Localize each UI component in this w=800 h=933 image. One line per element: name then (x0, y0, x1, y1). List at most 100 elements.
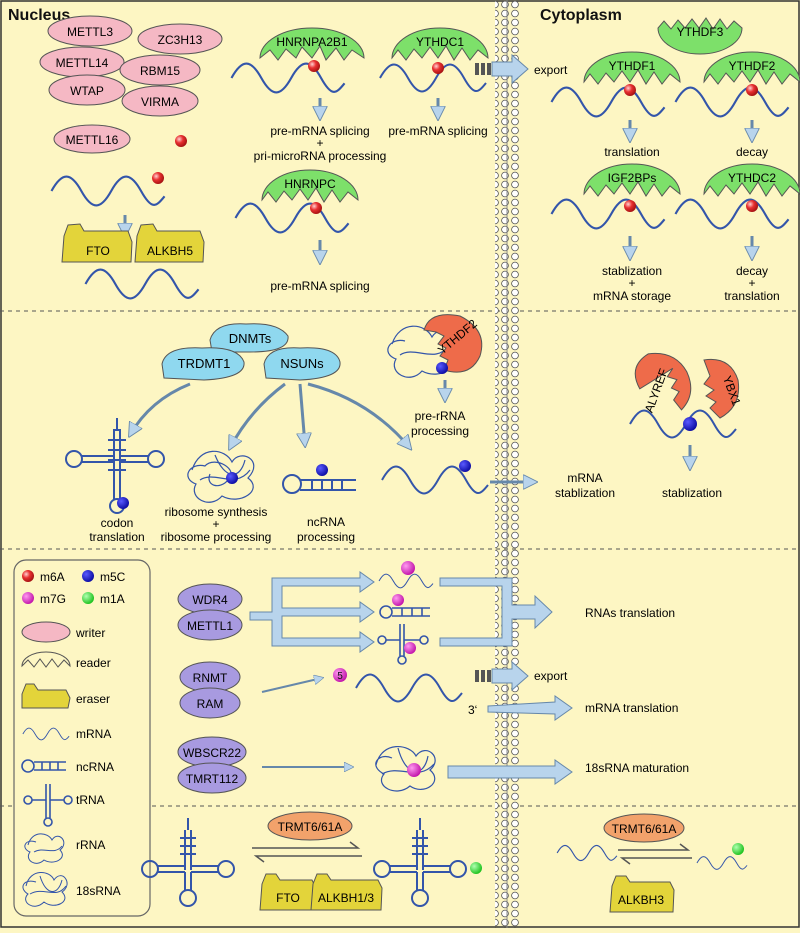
m5c-mark (117, 497, 129, 509)
outcome-text: stablization (602, 264, 662, 278)
m5c-mark (683, 417, 697, 431)
reader-alyref: ALYREF (634, 352, 692, 415)
m5c-mark (436, 362, 448, 374)
outcome-text: mRNA storage (593, 289, 671, 303)
m7g-writers: WDR4 METTL1 RNMT RAM WBSCR22 TMRT112 (177, 583, 247, 794)
reader-label: HNRNPA2B1 (276, 35, 347, 49)
mrna-strand (550, 198, 666, 230)
writer-blob: RBM15 (119, 54, 201, 86)
mrna-strand (696, 855, 748, 871)
legend-swatch-m5c (82, 570, 94, 582)
outcome-text: RNAs translation (585, 606, 675, 620)
outcome-text: ncRNA (307, 515, 345, 529)
outcome-text: pre-mRNA splicing (270, 124, 369, 138)
reader-ythdf3: YTHDF3 (657, 17, 743, 55)
writer-blob: METTL16 (53, 124, 131, 154)
eraser-label: FTO (276, 891, 300, 905)
reader-label: YTHDF1 (609, 59, 656, 73)
writer-blob (177, 609, 243, 641)
mrna-strand (84, 268, 200, 300)
writer-label: WBSCR22 (183, 746, 241, 760)
outcome-text: decay (736, 264, 768, 278)
m7g-mark (407, 763, 421, 777)
m1a-erasers-nucleus: FTO ALKBH1/3 (259, 873, 383, 911)
legend-rrna-icon (24, 833, 65, 864)
legend-swatch-m6a (22, 570, 34, 582)
writer-blob: ZC3H13 (137, 23, 223, 55)
writer-label: METTL3 (67, 25, 113, 39)
m6a-mark (310, 202, 322, 214)
reader-ythdf2-m5c: YTHDF2 (423, 314, 483, 373)
outcome-plus: + (316, 136, 323, 150)
equilibrium-arrows-nucleus (252, 841, 362, 863)
writer-blob (209, 323, 289, 353)
writer-blob: VIRMA (121, 85, 199, 117)
mrna-strand (230, 62, 346, 94)
legend-trna-icon (23, 784, 73, 827)
arrow (261, 678, 322, 693)
equilibrium-arrows-cytoplasm (618, 843, 692, 865)
writer-blob (161, 347, 245, 381)
rrna-m5c (187, 450, 255, 503)
eraser-label: ALKBH5 (147, 244, 193, 258)
mrna-strand (674, 198, 790, 230)
reader-label: YTHDF2 (729, 59, 776, 73)
legend-label: m6A (40, 570, 65, 584)
m1a-writer-cytoplasm: TRMT6/61A (603, 813, 685, 843)
outcome-text: translation (604, 145, 659, 159)
outcome-text: 18sRNA maturation (585, 761, 689, 775)
mrna-strand (556, 844, 618, 862)
m6a-mark (152, 172, 164, 184)
cell-membrane (495, 0, 519, 928)
eraser-blob (609, 875, 675, 913)
legend-writer-shape (21, 621, 71, 643)
reader-ybx1: YBX1 (703, 358, 744, 419)
legend-label: m1A (100, 592, 125, 606)
m1a-eraser-cytoplasm: ALKBH3 (609, 875, 675, 913)
outcome-text: stablization (555, 486, 615, 500)
m5c-writers: DNMTs TRDMT1 NSUNs (161, 323, 341, 381)
outcome-text: pre-rRNA (415, 409, 466, 423)
outcome-text: decay (736, 145, 768, 159)
outcome-text: pri-microRNA processing (254, 149, 387, 163)
writer-label: RBM15 (140, 64, 180, 78)
curved-arrows-m5c (130, 382, 410, 448)
m6a-mark (746, 84, 758, 96)
three-prime-label: 3‘ (468, 703, 477, 717)
outcome-plus: + (748, 276, 755, 290)
m6a-mark (624, 200, 636, 212)
five-prime-label: 5 (337, 671, 343, 682)
ncrna-m5c (282, 474, 356, 494)
cytoplasm-header: Cytoplasm (540, 7, 622, 24)
outcome-text: pre-mRNA splicing (270, 279, 369, 293)
legend-eraser-shape (21, 683, 71, 709)
reader-hnrnpc: HNRNPC (261, 169, 359, 203)
legend-ncrna-icon (21, 759, 66, 773)
writer-label: ZC3H13 (158, 33, 203, 47)
writer-label: TRMT6/61A (612, 822, 677, 836)
outcome-text: translation (724, 289, 779, 303)
mrna-strand (50, 175, 166, 207)
legend-label: eraser (76, 692, 110, 706)
m6a-mark (175, 135, 187, 147)
writer-label: NSUNs (280, 356, 324, 371)
writer-blob: WTAP (48, 74, 126, 106)
outcome-text: translation (89, 530, 144, 544)
writer-label: DNMTs (229, 331, 272, 346)
eraser-blob (310, 873, 383, 911)
reader-hnrnpa2b1: HNRNPA2B1 (259, 27, 365, 61)
m5c-mark (459, 460, 471, 472)
writer-label: WDR4 (192, 593, 228, 607)
outcome-text: processing (411, 424, 469, 438)
legend-label: mRNA (76, 727, 111, 741)
mrna-strand (674, 86, 790, 118)
eraser-label: ALKBH3 (618, 893, 664, 907)
m1a-mark (470, 862, 482, 874)
legend: m6A m5C m7G m1A writer reader eraser mRN… (13, 559, 151, 917)
legend-swatch-m1a (82, 592, 94, 604)
outcome-text: mRNA (567, 471, 602, 485)
outcome-text: pre-mRNA splicing (388, 124, 487, 138)
m6a-erasers: FTO ALKBH5 (61, 223, 205, 263)
legend-label: m5C (100, 570, 126, 584)
